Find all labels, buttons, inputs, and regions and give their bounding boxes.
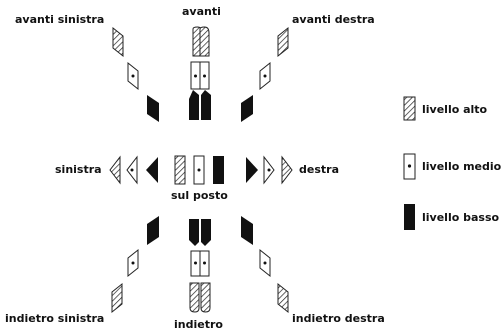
- sinistra-group: [109, 155, 158, 185]
- label-indietro-destra: indietro destra: [292, 312, 385, 325]
- legend-alto-swatch: [403, 96, 416, 121]
- avanti-destra-alto-icon: [277, 26, 289, 58]
- label-indietro-sinistra: indietro sinistra: [5, 312, 105, 325]
- avanti-sinistra-group: [112, 26, 159, 122]
- indietro-sinistra-medio-icon: [127, 248, 139, 278]
- indietro-destra-alto-icon: [277, 282, 289, 314]
- avanti-basso-icon: [189, 90, 211, 120]
- avanti-sinistra-alto-icon: [112, 26, 124, 58]
- avanti-sinistra-medio-icon: [127, 61, 139, 91]
- indietro-group: [189, 219, 211, 313]
- avanti-destra-group: [241, 26, 289, 122]
- legend-basso-swatch: [404, 204, 415, 230]
- label-avanti: avanti: [182, 5, 221, 18]
- legend-alto-label: livello alto: [422, 103, 488, 116]
- destra-group: [246, 155, 293, 185]
- indietro-destra-group: [241, 216, 289, 314]
- indietro-medio-icon: [190, 250, 210, 277]
- sul-posto-group: [174, 155, 224, 185]
- sul-posto-alto-icon: [174, 155, 186, 185]
- sul-posto-basso-icon: [213, 156, 224, 184]
- avanti-sinistra-basso-icon: [147, 95, 159, 122]
- sinistra-basso-icon: [146, 157, 158, 183]
- label-sinistra: sinistra: [55, 163, 102, 176]
- indietro-alto-icon: [189, 282, 211, 313]
- indietro-destra-basso-icon: [241, 216, 253, 245]
- avanti-destra-basso-icon: [241, 95, 253, 122]
- sul-posto-medio-icon: [193, 155, 205, 185]
- label-indietro: indietro: [174, 318, 223, 331]
- indietro-sinistra-group: [111, 216, 159, 314]
- destra-basso-icon: [246, 157, 258, 183]
- label-avanti-sinistra: avanti sinistra: [15, 13, 105, 26]
- legend-medio-label: livello medio: [422, 160, 502, 173]
- indietro-sinistra-alto-icon: [111, 282, 123, 314]
- indietro-sinistra-basso-icon: [147, 216, 159, 245]
- indietro-basso-icon: [189, 219, 211, 246]
- indietro-destra-medio-icon: [259, 248, 271, 278]
- destra-alto-icon: [281, 155, 293, 185]
- label-avanti-destra: avanti destra: [292, 13, 375, 26]
- label-sul-posto: sul posto: [171, 189, 228, 202]
- avanti-medio-icon: [190, 61, 210, 90]
- avanti-destra-medio-icon: [259, 61, 271, 91]
- avanti-alto-icon: [192, 26, 210, 57]
- legend-medio-swatch: [403, 153, 416, 180]
- label-destra: destra: [299, 163, 339, 176]
- destra-medio-icon: [263, 155, 275, 185]
- legend-basso-label: livello basso: [422, 211, 500, 224]
- sinistra-alto-icon: [109, 155, 121, 185]
- sinistra-medio-icon: [126, 155, 138, 185]
- avanti-group: [189, 26, 211, 120]
